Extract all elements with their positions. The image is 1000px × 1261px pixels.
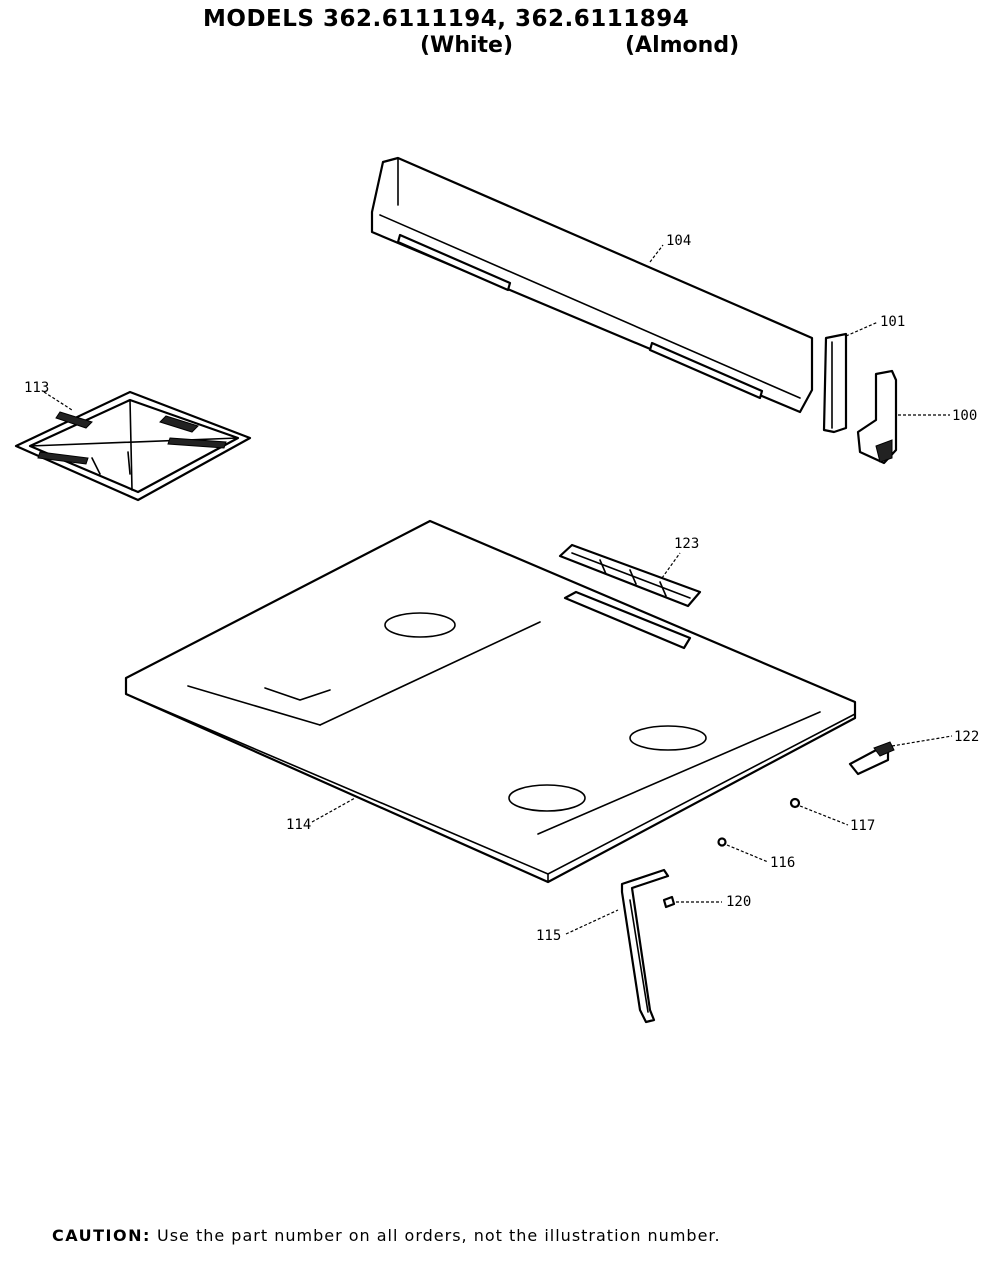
callout-115: 115 [536,928,562,944]
callout-120: 120 [726,894,752,910]
part-123-vent-trim [558,543,702,608]
callout-100: 100 [952,408,978,424]
leader-104 [649,244,664,263]
variant-white-label: (White) [420,33,514,58]
part-101-bracket [822,332,848,434]
caution-text: Use the part number on all orders, not t… [156,1226,721,1245]
part-100-end-cap [856,369,898,465]
leader-101 [845,321,879,337]
callout-122: 122 [954,729,980,745]
callout-104: 104 [666,233,692,249]
caution-notice: CAUTION: Use the part number on all orde… [52,1226,721,1245]
leader-116 [726,844,769,863]
part-116-screw [717,837,727,847]
leader-113 [43,391,73,411]
callout-113: 113 [24,380,50,396]
callout-116: 116 [770,855,796,871]
part-104-backguard [370,156,814,414]
callout-114: 114 [286,817,312,833]
models-title: MODELS 362.6111194, 362.6111894 [203,6,690,32]
leader-117 [799,805,849,826]
part-120-clip [662,895,676,909]
callout-101: 101 [880,314,906,330]
leader-122 [891,735,953,747]
leader-115 [565,909,619,935]
leader-123 [661,552,681,579]
leader-114 [311,797,356,823]
part-117-screw [789,797,801,809]
part-113-burner-grate [14,390,252,502]
part-115-rod [620,868,670,1024]
caution-label: CAUTION: [52,1226,151,1245]
part-122-clip [848,741,895,776]
callout-117: 117 [850,818,876,834]
variant-almond-label: (Almond) [625,33,740,58]
callout-123: 123 [674,536,700,552]
part-114-cooktop [124,519,857,884]
